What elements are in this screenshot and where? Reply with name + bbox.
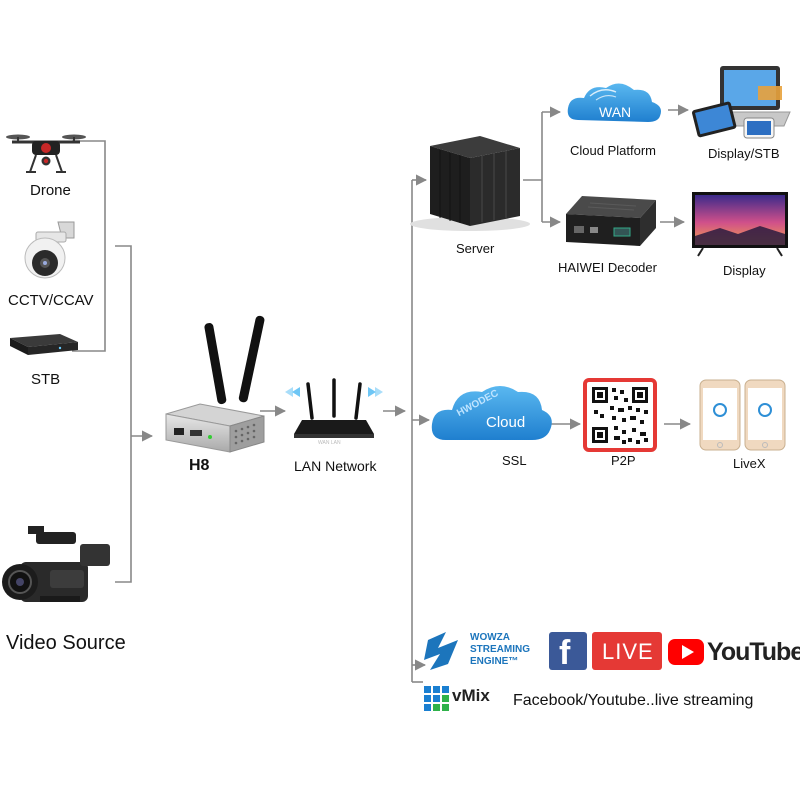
- wowza-line-3: ENGINE™: [470, 656, 519, 667]
- camcorder-image: [2, 526, 110, 602]
- drone-label: Drone: [30, 182, 71, 199]
- haiwei-decoder-label: HAIWEI Decoder: [558, 260, 657, 275]
- live-streaming-caption: Facebook/Youtube..live streaming: [513, 692, 754, 709]
- ssl-cloud-text: Cloud: [486, 414, 526, 431]
- h8-encoder-image: [165, 315, 265, 453]
- cloud-platform-label: Cloud Platform: [570, 143, 656, 158]
- cctv-camera-image: [24, 221, 75, 279]
- h8-label: H8: [189, 457, 210, 474]
- connector-lines: [72, 104, 692, 683]
- vmix-text: vMix: [452, 686, 490, 705]
- wan-cloud-image: [567, 83, 661, 122]
- stb-label: STB: [31, 371, 61, 388]
- live-text: LIVE: [602, 639, 654, 664]
- stb-image: [10, 334, 78, 355]
- haiwei-decoder-image: [566, 196, 656, 246]
- qr-code-image: [583, 378, 657, 452]
- cctv-label: CCTV/CCAV: [8, 292, 94, 309]
- youtube-text: YouTube: [707, 638, 800, 666]
- wowza-text: WOWZA STREAMING ENGINE™: [470, 632, 530, 668]
- facebook-logo-image: [549, 632, 587, 670]
- live-badge-image: [592, 632, 662, 670]
- server-image: [410, 136, 530, 231]
- ssl-cloud-image: [431, 386, 552, 440]
- drone-image: [6, 134, 86, 173]
- server-label: Server: [456, 241, 495, 256]
- devices-display-stb-image: [692, 66, 791, 139]
- display-label: Display: [723, 263, 766, 278]
- router-ports-label: WAN LAN: [318, 440, 341, 446]
- vmix-logo-image: [424, 686, 449, 711]
- phones-image: [699, 379, 786, 451]
- youtube-logo-image: [668, 639, 704, 665]
- video-source-label: Video Source: [6, 632, 126, 654]
- wowza-logo-image: [424, 632, 458, 670]
- wowza-line-2: STREAMING: [470, 644, 530, 655]
- ssl-label: SSL: [502, 453, 527, 468]
- wan-cloud-text: WAN: [599, 104, 632, 120]
- display-stb-label: Display/STB: [708, 146, 780, 161]
- p2p-label: P2P: [611, 453, 636, 468]
- facebook-glyph: f: [559, 634, 571, 672]
- lan-network-label: LAN Network: [294, 458, 377, 474]
- wowza-line-1: WOWZA: [470, 632, 510, 643]
- tv-display-image: [692, 192, 788, 257]
- router-image: [285, 378, 383, 438]
- livex-label: LiveX: [733, 456, 766, 471]
